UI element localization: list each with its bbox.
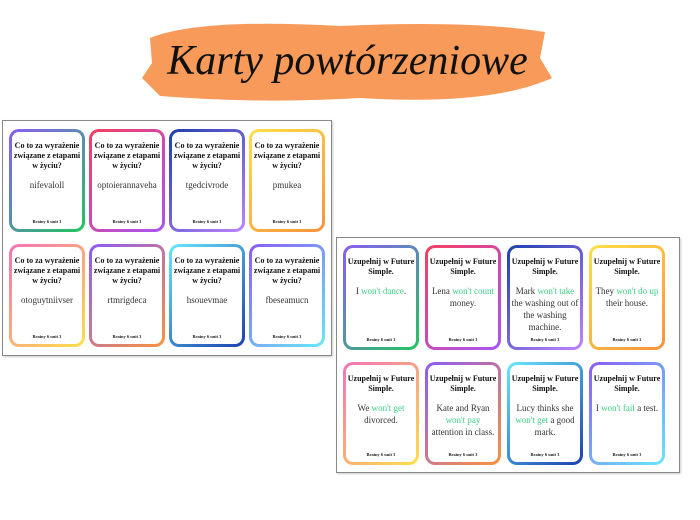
highlighted-verb: won't dance xyxy=(361,286,404,296)
card-footer: Brainy 6 unit 3 xyxy=(366,337,396,342)
card-question: Co to za wyrażenie związane z etapami w … xyxy=(173,256,241,285)
card-answer: Kate and Ryan won't pay attention in cla… xyxy=(428,402,498,438)
card-footer: Brainy 6 unit 3 xyxy=(32,334,62,339)
left-sheet: Co to za wyrażenie związane z etapami w … xyxy=(2,120,332,356)
flashcard: Co to za wyrażenie związane z etapami w … xyxy=(249,129,325,232)
sentence-text: They xyxy=(595,286,617,296)
card-answer: We won't get divorced. xyxy=(346,402,416,426)
flashcard: Uzupełnij w Future Simple. I won't dance.… xyxy=(343,245,419,350)
card-question: Uzupełnij w Future Simple. xyxy=(593,257,661,276)
card-answer: otoguytniivser xyxy=(21,295,73,305)
card-answer: Mark won't take the washing out of the w… xyxy=(510,285,580,333)
card-question: Co to za wyrażenie związane z etapami w … xyxy=(253,141,321,170)
card-answer: Lucy thinks she won't get a good mark. xyxy=(510,402,580,438)
flashcard: Uzupełnij w Future Simple. Kate and Ryan … xyxy=(425,362,501,465)
card-footer: Brainy 6 unit 3 xyxy=(192,334,222,339)
title-banner: Karty powtórzeniowe xyxy=(140,18,555,108)
sentence-text: a good mark. xyxy=(534,415,575,437)
card-footer: Brainy 6 unit 3 xyxy=(612,452,642,457)
highlighted-verb: won't count xyxy=(452,286,495,296)
highlighted-verb: won't get xyxy=(515,415,549,425)
flashcard: Uzupełnij w Future Simple. Lucy thinks sh… xyxy=(507,362,583,465)
card-answer: nifevaloll xyxy=(29,180,65,190)
brush-stroke xyxy=(142,23,552,101)
card-question: Uzupełnij w Future Simple. xyxy=(593,374,661,393)
flashcard: Co to za wyrażenie związane z etapami w … xyxy=(89,244,165,347)
sentence-text: We xyxy=(357,403,372,413)
flashcard: Uzupełnij w Future Simple. We won't get d… xyxy=(343,362,419,465)
card-answer: I won't fail a test. xyxy=(592,402,662,414)
card-footer: Brainy 6 unit 3 xyxy=(32,219,62,224)
sentence-text: divorced. xyxy=(364,415,398,425)
card-question: Uzupełnij w Future Simple. xyxy=(429,374,497,393)
highlighted-verb: won't get xyxy=(371,403,405,413)
card-question: Co to za wyrażenie związane z etapami w … xyxy=(13,256,81,285)
card-question: Co to za wyrażenie związane z etapami w … xyxy=(13,141,81,170)
sentence-text: Lena xyxy=(431,286,453,296)
card-answer: tgedcivrode xyxy=(185,180,229,190)
card-question: Co to za wyrażenie związane z etapami w … xyxy=(93,141,161,170)
card-footer: Brainy 6 unit 3 xyxy=(272,334,302,339)
sentence-text: I xyxy=(355,286,362,296)
card-question: Uzupełnij w Future Simple. xyxy=(347,257,415,276)
sentence-text: I xyxy=(595,403,602,413)
card-answer: optoierannaveha xyxy=(97,180,157,190)
card-answer: Lena won't count money. xyxy=(428,285,498,309)
card-question: Co to za wyrażenie związane z etapami w … xyxy=(93,256,161,285)
sentence-text: the washing out of the washing machine. xyxy=(511,298,579,332)
card-question: Co to za wyrażenie związane z etapami w … xyxy=(253,256,321,285)
flashcard: Uzupełnij w Future Simple. Lena won't cou… xyxy=(425,245,501,350)
card-question: Uzupełnij w Future Simple. xyxy=(511,257,579,276)
card-question: Uzupełnij w Future Simple. xyxy=(511,374,579,393)
flashcard: Co to za wyrażenie związane z etapami w … xyxy=(89,129,165,232)
card-answer: hsouevmae xyxy=(186,295,228,305)
sentence-text: Mark xyxy=(515,286,538,296)
card-answer: rtmrigdeca xyxy=(107,295,147,305)
highlighted-verb: won't pay xyxy=(445,415,481,425)
highlighted-verb: won't fail xyxy=(601,403,635,413)
flashcard: Co to za wyrażenie związane z etapami w … xyxy=(169,129,245,232)
flashcard: Uzupełnij w Future Simple. They won't do … xyxy=(589,245,665,350)
card-question: Uzupełnij w Future Simple. xyxy=(429,257,497,276)
highlighted-verb: won't do up xyxy=(616,286,659,296)
highlighted-verb: won't take xyxy=(537,286,575,296)
card-footer: Brainy 6 unit 3 xyxy=(366,452,396,457)
card-footer: Brainy 6 unit 3 xyxy=(112,219,142,224)
sentence-text: Kate and Ryan xyxy=(436,403,490,413)
right-sheet: Uzupełnij w Future Simple. I won't dance.… xyxy=(336,237,680,473)
card-footer: Brainy 6 unit 3 xyxy=(612,337,642,342)
sentence-text: attention in class. xyxy=(431,427,495,437)
card-answer: pmukea xyxy=(272,180,302,190)
sentence-text: a test. xyxy=(634,403,659,413)
page-title: Karty powtórzeniowe xyxy=(167,38,528,84)
flashcard: Co to za wyrażenie związane z etapami w … xyxy=(249,244,325,347)
flashcard: Uzupełnij w Future Simple. I won't fail a… xyxy=(589,362,665,465)
card-question: Uzupełnij w Future Simple. xyxy=(347,374,415,393)
card-footer: Brainy 6 unit 3 xyxy=(448,452,478,457)
card-answer: They won't do up their house. xyxy=(592,285,662,309)
flashcard: Co to za wyrażenie związane z etapami w … xyxy=(9,129,85,232)
card-footer: Brainy 6 unit 3 xyxy=(112,334,142,339)
right-card-grid: Uzupełnij w Future Simple. I won't dance.… xyxy=(337,238,679,472)
flashcard: Co to za wyrażenie związane z etapami w … xyxy=(9,244,85,347)
card-footer: Brainy 6 unit 3 xyxy=(530,452,560,457)
flashcard: Uzupełnij w Future Simple. Mark won't tak… xyxy=(507,245,583,350)
card-answer: I won't dance. xyxy=(346,285,416,297)
sentence-text: Lucy thinks she xyxy=(516,403,574,413)
card-footer: Brainy 6 unit 3 xyxy=(192,219,222,224)
card-footer: Brainy 6 unit 3 xyxy=(530,337,560,342)
card-footer: Brainy 6 unit 3 xyxy=(448,337,478,342)
card-footer: Brainy 6 unit 3 xyxy=(272,219,302,224)
flashcard: Co to za wyrażenie związane z etapami w … xyxy=(169,244,245,347)
card-question: Co to za wyrażenie związane z etapami w … xyxy=(173,141,241,170)
card-answer: fbeseamucn xyxy=(265,295,309,305)
left-card-grid: Co to za wyrażenie związane z etapami w … xyxy=(3,121,331,355)
sentence-text: money. xyxy=(449,298,477,308)
sentence-text: their house. xyxy=(606,298,648,308)
sentence-text: . xyxy=(403,286,407,296)
